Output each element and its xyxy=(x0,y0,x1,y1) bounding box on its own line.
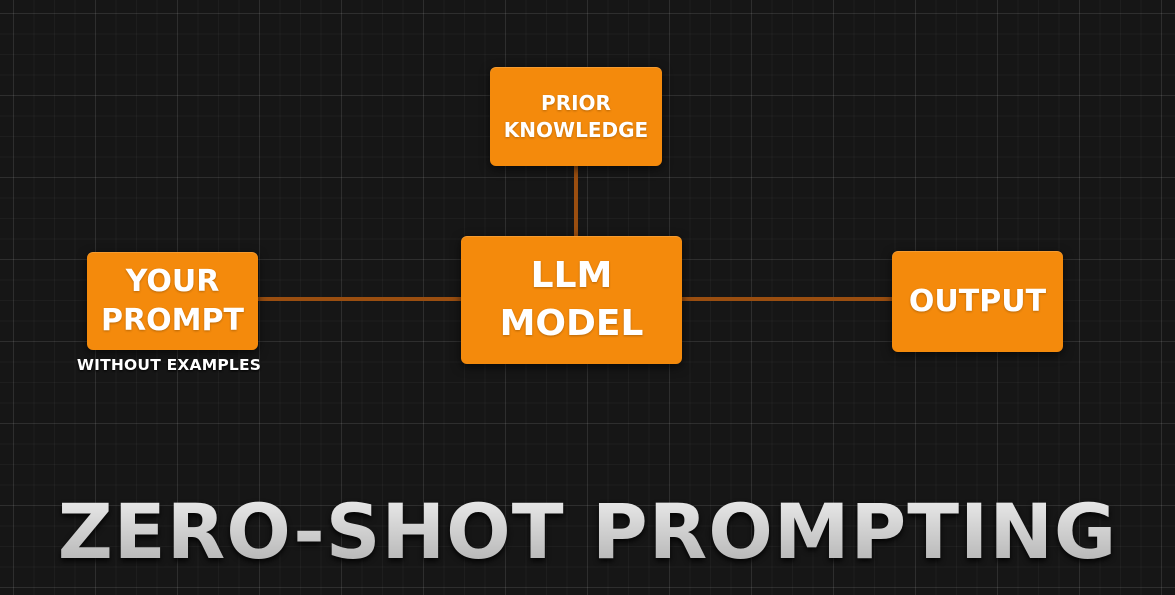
your-prompt-label: YOUR PROMPT xyxy=(101,264,244,338)
llm-model-label: LLM MODEL xyxy=(499,255,644,344)
prompt-note: WITHOUT EXAMPLES xyxy=(76,356,262,374)
prior-knowledge-node: PRIOR KNOWLEDGE xyxy=(490,67,662,166)
output-label: OUTPUT xyxy=(908,283,1047,319)
llm-model-node: LLM MODEL xyxy=(461,236,682,364)
prior-knowledge-label: PRIOR KNOWLEDGE xyxy=(503,90,649,142)
page-title: ZERO-SHOT PROMPTING xyxy=(0,484,1175,580)
output-node: OUTPUT xyxy=(892,251,1063,352)
your-prompt-node: YOUR PROMPT xyxy=(87,252,258,350)
